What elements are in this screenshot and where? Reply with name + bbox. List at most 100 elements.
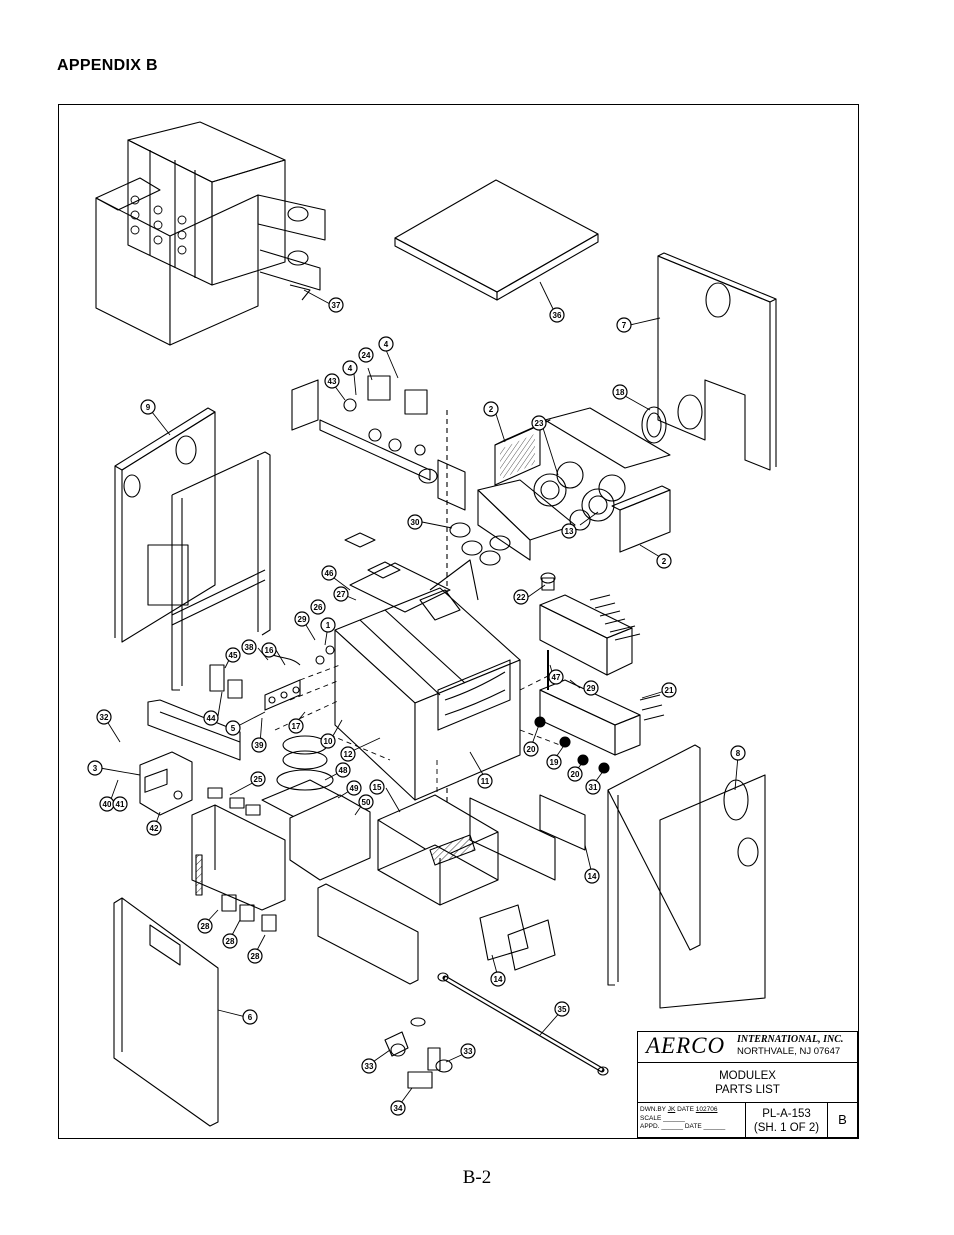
callout-bubble [549, 307, 565, 323]
callout-label: 40 [103, 800, 112, 809]
callout-bubble [583, 680, 599, 696]
callout-bubble [656, 553, 672, 569]
callout-bubble [342, 360, 358, 376]
callout-bubble [490, 971, 506, 987]
callout-label: 4 [384, 340, 389, 349]
control-box [139, 751, 193, 816]
callout-bubble [197, 918, 213, 934]
callout-bubble [358, 794, 374, 810]
front-trim-bracket [147, 699, 241, 761]
callout-label: 18 [616, 388, 625, 397]
callout-label: 47 [552, 673, 561, 682]
date-value: 102706 [695, 1106, 718, 1113]
callout-bubble [241, 639, 257, 655]
callout-label: 21 [665, 686, 674, 695]
callout-label: 36 [553, 311, 562, 320]
callout-bubble [390, 1100, 406, 1116]
callout-label: 2 [489, 405, 494, 414]
callout-label: 33 [365, 1062, 374, 1071]
company-logo: AERCO [646, 1033, 726, 1058]
callout-bubble [378, 336, 394, 352]
callout-bubble [460, 1043, 476, 1059]
callout-label: 45 [229, 651, 238, 660]
callout-label: 19 [550, 758, 559, 767]
callout-label: 4 [348, 364, 353, 373]
callout-label: 7 [622, 321, 627, 330]
left-frame [147, 451, 271, 691]
callout-label: 8 [736, 749, 741, 758]
drawn-by-label: DWN.BY [640, 1106, 666, 1113]
callout-bubble [242, 1009, 258, 1025]
callout-label: 16 [265, 646, 274, 655]
callout-bubble [561, 523, 577, 539]
callout-bubble [523, 741, 539, 757]
company-address: NORTHVALE, NJ 07647 [737, 1046, 841, 1057]
callout-bubble [112, 796, 128, 812]
title-block-info-row: DWN.BY JK DATE 102706 SCALE ______ APPD.… [638, 1103, 857, 1137]
callout-label: 43 [328, 377, 337, 386]
callout-label: 25 [254, 775, 263, 784]
callout-bubble [358, 347, 374, 363]
callout-label: 20 [571, 770, 580, 779]
callout-label: 38 [245, 643, 254, 652]
callout-label: 34 [394, 1104, 403, 1113]
callout-label: 17 [292, 722, 301, 731]
callout-label: 11 [481, 777, 490, 786]
condensate-drip-pan [377, 794, 499, 906]
callout-bubble [730, 745, 746, 761]
callout-label: 48 [339, 766, 348, 775]
callout-bubble [146, 820, 162, 836]
callout-bubble [310, 599, 326, 615]
callout-label: 20 [527, 745, 536, 754]
combustion-chamber-flange [261, 735, 371, 881]
right-rear-panel [657, 252, 777, 471]
callout-label: 32 [100, 713, 109, 722]
callout-label: 23 [535, 419, 544, 428]
blower-mounting-plate [477, 407, 671, 561]
callout-label: 39 [255, 741, 264, 750]
callout-bubble [584, 868, 600, 884]
side-channel [469, 794, 586, 881]
callout-bubble [328, 297, 344, 313]
title-block-title-row: MODULEX PARTS LIST [638, 1063, 857, 1103]
heat-exchanger-block [334, 532, 521, 801]
callout-label: 1 [326, 621, 331, 630]
callout-bubble [96, 709, 112, 725]
callout-label: 6 [248, 1013, 253, 1022]
callout-bubble [140, 399, 156, 415]
callout-bubble [346, 780, 362, 796]
callout-bubble [87, 760, 103, 776]
callout-label: 28 [226, 937, 235, 946]
callout-bubble [483, 401, 499, 417]
drawing-number-cell: PL-A-153 (SH. 1 OF 2) [746, 1103, 828, 1137]
callout-bubble [203, 710, 219, 726]
drawing-frame [58, 104, 859, 1139]
callout-bubble [612, 384, 628, 400]
callout-label: 37 [332, 301, 341, 310]
callout-label: 31 [589, 783, 598, 792]
callout-bubble [340, 746, 356, 762]
terminal-blocks [207, 787, 277, 932]
callout-bubble [333, 586, 349, 602]
appd-date-label: DATE [684, 1123, 702, 1130]
drawing-title-line1: MODULEX [719, 1070, 776, 1082]
callout-label: 28 [201, 922, 210, 931]
callout-bubble [585, 779, 601, 795]
callout-label: 35 [558, 1005, 567, 1014]
callout-bubble [531, 415, 547, 431]
sheet-number: (SH. 1 OF 2) [753, 1122, 820, 1134]
electrical-bracket [191, 804, 286, 911]
callout-label: 29 [298, 615, 307, 624]
callout-label: 49 [350, 784, 359, 793]
callout-bubble [548, 669, 564, 685]
callout-label: 46 [325, 569, 334, 578]
callout-label: 2 [662, 557, 667, 566]
drain-fittings [384, 1017, 453, 1089]
callout-label: 44 [207, 714, 216, 723]
callout-label: 5 [231, 724, 236, 733]
callout-bubble [554, 1001, 570, 1017]
callout-label: 28 [251, 952, 260, 961]
callout-bubble [261, 642, 277, 658]
appendix-heading: APPENDIX B [57, 57, 158, 74]
